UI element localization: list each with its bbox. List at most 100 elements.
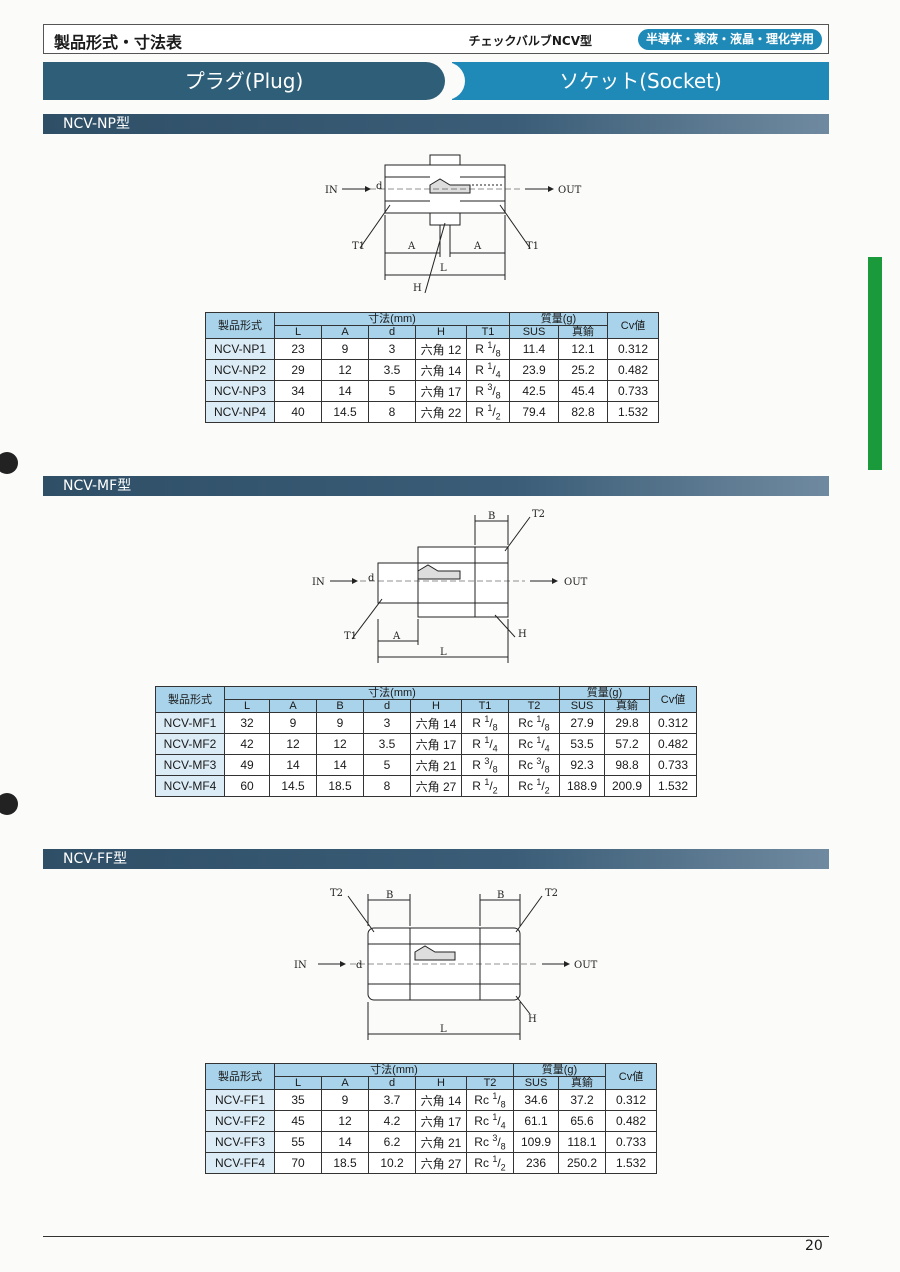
section-header-ff: NCV-FF型 bbox=[43, 849, 829, 869]
col-cv: Cv値 bbox=[605, 1063, 657, 1090]
thread-type: R bbox=[475, 404, 484, 419]
cell-d: 3.5 bbox=[363, 733, 411, 755]
tab-plug-label: プラグ(Plug) bbox=[184, 69, 304, 93]
thread-den: 8 bbox=[492, 764, 498, 775]
label-a: A bbox=[473, 241, 482, 252]
thread-den: 4 bbox=[544, 743, 550, 754]
thread-type: Rc bbox=[518, 715, 533, 730]
thread-num: 1 bbox=[487, 360, 493, 371]
tab-plug[interactable]: プラグ(Plug) bbox=[43, 62, 445, 100]
label-l: L bbox=[440, 263, 447, 274]
cell-thread: Rc 1/4 bbox=[466, 1110, 514, 1132]
cell-h: 六角 17 bbox=[415, 380, 467, 402]
label-b: B bbox=[386, 890, 393, 901]
label-t2: T2 bbox=[330, 888, 343, 899]
col-group-dims: 寸法(mm) bbox=[224, 686, 560, 700]
footer-rule bbox=[43, 1236, 829, 1237]
thread-type: Rc bbox=[518, 757, 533, 772]
cell-model: NCV-FF3 bbox=[205, 1131, 275, 1153]
col-b: B bbox=[316, 699, 364, 713]
cell-model: NCV-MF4 bbox=[155, 775, 225, 797]
cell-d: 5 bbox=[368, 380, 416, 402]
thread-num: 1 bbox=[536, 734, 542, 745]
cell-thread-t1: R 1/2 bbox=[461, 775, 509, 797]
col-model: 製品形式 bbox=[205, 1063, 275, 1090]
cell-cv: 0.312 bbox=[605, 1089, 657, 1111]
col-l: L bbox=[274, 1076, 322, 1090]
side-index-bar bbox=[868, 257, 882, 470]
thread-num: 1 bbox=[536, 713, 542, 724]
col-sus: SUS bbox=[559, 699, 605, 713]
cell-sus: 23.9 bbox=[509, 359, 559, 381]
thread-num: 1 bbox=[487, 402, 493, 413]
tab-socket[interactable]: ソケット(Socket) bbox=[452, 62, 829, 100]
thread-den: 2 bbox=[544, 785, 550, 796]
col-d: d bbox=[368, 1076, 416, 1090]
cell-l: 55 bbox=[274, 1131, 322, 1153]
col-a: A bbox=[321, 325, 369, 339]
header-bar: 製品形式・寸法表 チェックバルブNCV型 半導体・薬液・液晶・理化学用 bbox=[43, 24, 829, 54]
col-model: 製品形式 bbox=[205, 312, 275, 339]
col-group-mass: 質量(g) bbox=[559, 686, 650, 700]
table-row: NCV-MF3 49 14 14 5 六角 21 R 3/8 Rc 3/8 92… bbox=[155, 754, 697, 776]
cell-thread-t2: Rc 1/2 bbox=[508, 775, 560, 797]
cell-h: 六角 14 bbox=[415, 1089, 467, 1111]
col-group-dims: 寸法(mm) bbox=[274, 312, 510, 326]
section-header-mf: NCV-MF型 bbox=[43, 476, 829, 496]
label-a: A bbox=[407, 241, 416, 252]
col-a: A bbox=[321, 1076, 369, 1090]
label-h: H bbox=[413, 283, 422, 294]
thread-type: R bbox=[475, 362, 484, 377]
label-l: L bbox=[440, 1024, 447, 1035]
table-row: NCV-NP4 40 14.5 8 六角 22 R 1/2 79.4 82.8 … bbox=[205, 401, 659, 423]
col-cv: Cv値 bbox=[607, 312, 659, 339]
thread-num: 1 bbox=[492, 1111, 498, 1122]
cell-h: 六角 17 bbox=[415, 1110, 467, 1132]
col-l: L bbox=[274, 325, 322, 339]
cell-thread-t1: R 3/8 bbox=[461, 754, 509, 776]
cell-thread-t1: R 1/8 bbox=[461, 712, 509, 734]
cell-a: 14 bbox=[269, 754, 317, 776]
ff-spec-table: 製品形式 寸法(mm) 質量(g) Cv値 L A d H T2 SUS 真鍮 … bbox=[205, 1063, 657, 1174]
cell-brass: 12.1 bbox=[558, 338, 608, 360]
cell-cv: 0.482 bbox=[649, 733, 697, 755]
cell-cv: 0.733 bbox=[605, 1131, 657, 1153]
col-sus: SUS bbox=[513, 1076, 559, 1090]
cell-cv: 1.532 bbox=[605, 1152, 657, 1174]
cell-thread: Rc 3/8 bbox=[466, 1131, 514, 1153]
cell-h: 六角 21 bbox=[410, 754, 462, 776]
cell-brass: 118.1 bbox=[558, 1131, 606, 1153]
cell-sus: 34.6 bbox=[513, 1089, 559, 1111]
thread-type: R bbox=[472, 757, 481, 772]
cell-model: NCV-MF1 bbox=[155, 712, 225, 734]
cell-h: 六角 21 bbox=[415, 1131, 467, 1153]
cell-thread: Rc 1/2 bbox=[466, 1152, 514, 1174]
thread-den: 8 bbox=[500, 1099, 506, 1110]
col-cv: Cv値 bbox=[649, 686, 697, 713]
cell-l: 35 bbox=[274, 1089, 322, 1111]
cell-model: NCV-NP2 bbox=[205, 359, 275, 381]
cell-brass: 200.9 bbox=[604, 775, 650, 797]
label-t2: T2 bbox=[545, 888, 558, 899]
cell-l: 60 bbox=[224, 775, 270, 797]
cell-brass: 37.2 bbox=[558, 1089, 606, 1111]
cell-sus: 109.9 bbox=[513, 1131, 559, 1153]
col-t1: T1 bbox=[461, 699, 509, 713]
label-in: IN bbox=[325, 185, 338, 196]
label-t1: T1 bbox=[344, 631, 357, 642]
cell-model: NCV-NP3 bbox=[205, 380, 275, 402]
thread-den: 2 bbox=[495, 411, 501, 422]
col-l: L bbox=[224, 699, 270, 713]
label-t1: T1 bbox=[352, 241, 365, 252]
cell-thread: R 1/8 bbox=[466, 338, 510, 360]
thread-type: Rc bbox=[474, 1092, 489, 1107]
np-spec-table: 製品形式 寸法(mm) 質量(g) Cv値 L A d H T1 SUS 真鍮 … bbox=[205, 312, 659, 423]
table-row: NCV-MF1 32 9 9 3 六角 14 R 1/8 Rc 1/8 27.9… bbox=[155, 712, 697, 734]
page-number: 20 bbox=[805, 1238, 823, 1254]
cell-model: NCV-FF4 bbox=[205, 1152, 275, 1174]
label-in: IN bbox=[294, 960, 307, 971]
cell-h: 六角 22 bbox=[415, 401, 467, 423]
cell-a: 14 bbox=[321, 1131, 369, 1153]
cell-model: NCV-NP1 bbox=[205, 338, 275, 360]
cell-d: 3 bbox=[363, 712, 411, 734]
